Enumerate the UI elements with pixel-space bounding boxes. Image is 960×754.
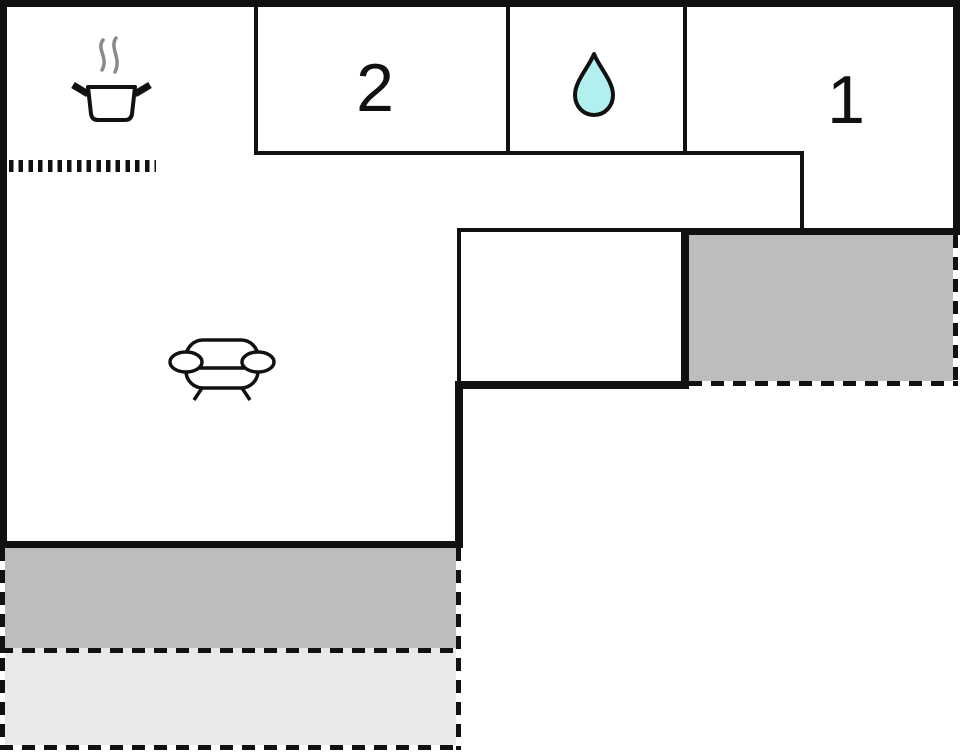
dashed-border-terrace-bottom-bottom — [0, 745, 461, 750]
terrace-top-right — [689, 235, 953, 381]
wall-midroom-top — [457, 228, 685, 232]
wall-living-bottom — [0, 541, 463, 548]
wall-midroom-left — [457, 228, 461, 385]
sofa-leg-right — [240, 387, 252, 401]
dashed-border-terrace-bottom-middle — [0, 648, 461, 653]
terrace-bottom-upper — [5, 548, 456, 648]
sofa-icon — [168, 338, 276, 401]
wall-divider-kitchen-bedroom2 — [254, 7, 258, 152]
water-drop-icon — [573, 52, 615, 117]
sofa-armrest-left — [168, 350, 204, 374]
room-2-label: 2 — [356, 50, 394, 126]
pot-handle-left — [71, 81, 90, 98]
sofa-armrest-right — [240, 350, 276, 374]
wall-midroom-right — [681, 228, 689, 389]
kitchen-counter-dotted-line — [9, 160, 156, 172]
wall-right — [953, 0, 960, 235]
wall-divider-bedroom2-bathroom — [506, 7, 510, 152]
sofa-leg-left — [192, 387, 204, 401]
pot-body — [86, 85, 137, 122]
dashed-border-terrace-top-right-bottom — [689, 381, 958, 386]
pot-handle-right — [133, 81, 152, 98]
wall-left — [0, 0, 7, 548]
cooking-pot-icon — [71, 36, 152, 122]
room-1-label: 1 — [827, 62, 865, 138]
wall-midroom-bottom — [455, 381, 689, 389]
wall-divider-bathroom-bedroom1 — [683, 7, 687, 152]
wall-corridor-right — [800, 151, 804, 235]
wall-living-right — [455, 385, 463, 548]
wall-rooms-bottom — [254, 151, 804, 155]
water-drop-shape — [573, 52, 615, 117]
dashed-border-terrace-top-right-right — [953, 235, 958, 385]
wall-top — [0, 0, 960, 7]
terrace-bottom-lower — [5, 648, 456, 745]
wall-terrace-top-right-top — [683, 228, 960, 235]
steam-lines — [99, 36, 119, 74]
